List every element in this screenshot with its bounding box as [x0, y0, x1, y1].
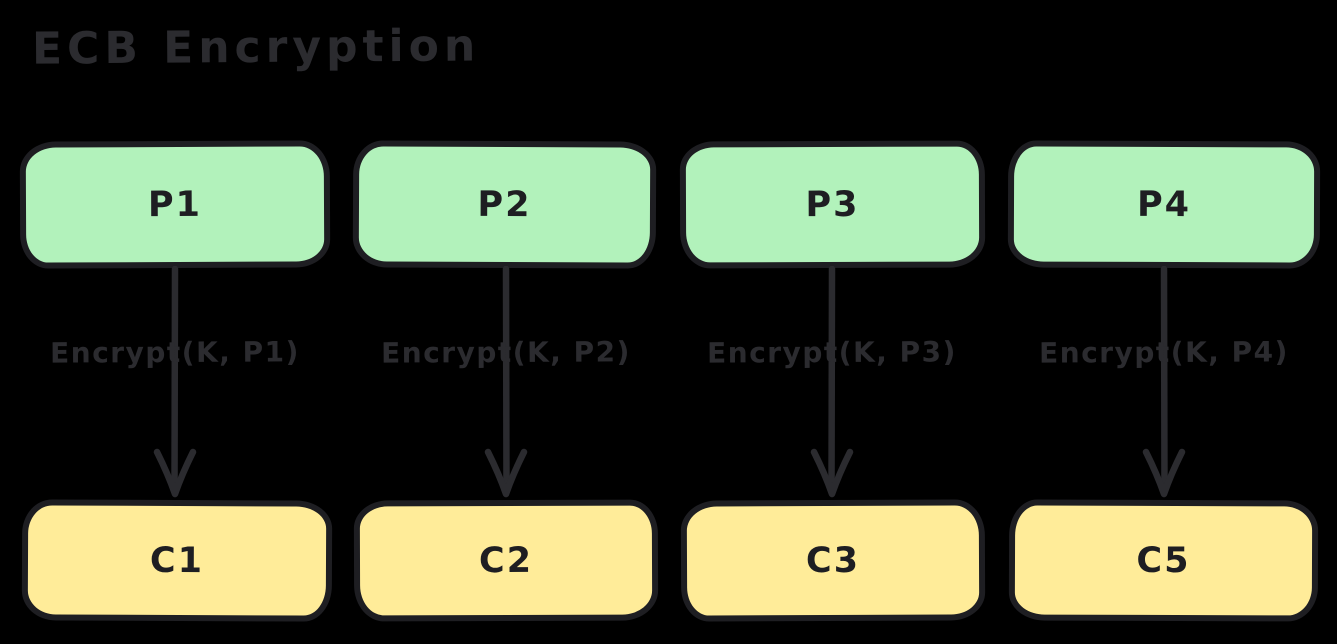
encrypt-arrow-4	[1142, 266, 1186, 498]
plaintext-block-1: P1	[19, 140, 331, 269]
plaintext-label-3: P3	[805, 184, 860, 225]
plaintext-label-4: P4	[1136, 184, 1192, 225]
encrypt-arrow-2	[484, 266, 528, 498]
ciphertext-label-3: C3	[805, 540, 861, 581]
plaintext-label-1: P1	[147, 184, 203, 225]
encrypt-arrow-3	[810, 266, 854, 498]
encrypt-edge-label-1: Encrypt(K, P1)	[49, 335, 300, 370]
encrypt-edge-label-2: Encrypt(K, P2)	[380, 335, 631, 370]
plaintext-label-2: P2	[477, 184, 532, 225]
plaintext-block-2: P2	[352, 140, 657, 269]
plaintext-block-4: P4	[1007, 140, 1321, 269]
encrypt-edge-label-3: Encrypt(K, P3)	[706, 335, 957, 370]
encrypt-arrow-1	[153, 266, 197, 498]
ciphertext-block-4: C5	[1008, 499, 1319, 622]
encrypt-edge-label-4: Encrypt(K, P4)	[1038, 335, 1289, 370]
ciphertext-label-2: C2	[478, 540, 534, 581]
ciphertext-block-1: C1	[21, 499, 333, 622]
ciphertext-block-2: C2	[353, 499, 659, 622]
plaintext-block-3: P3	[679, 140, 986, 269]
ciphertext-block-3: C3	[680, 499, 986, 622]
ciphertext-label-4: C5	[1136, 540, 1191, 581]
ciphertext-label-1: C1	[149, 540, 205, 581]
diagram-title: ECB Encryption	[31, 20, 481, 75]
